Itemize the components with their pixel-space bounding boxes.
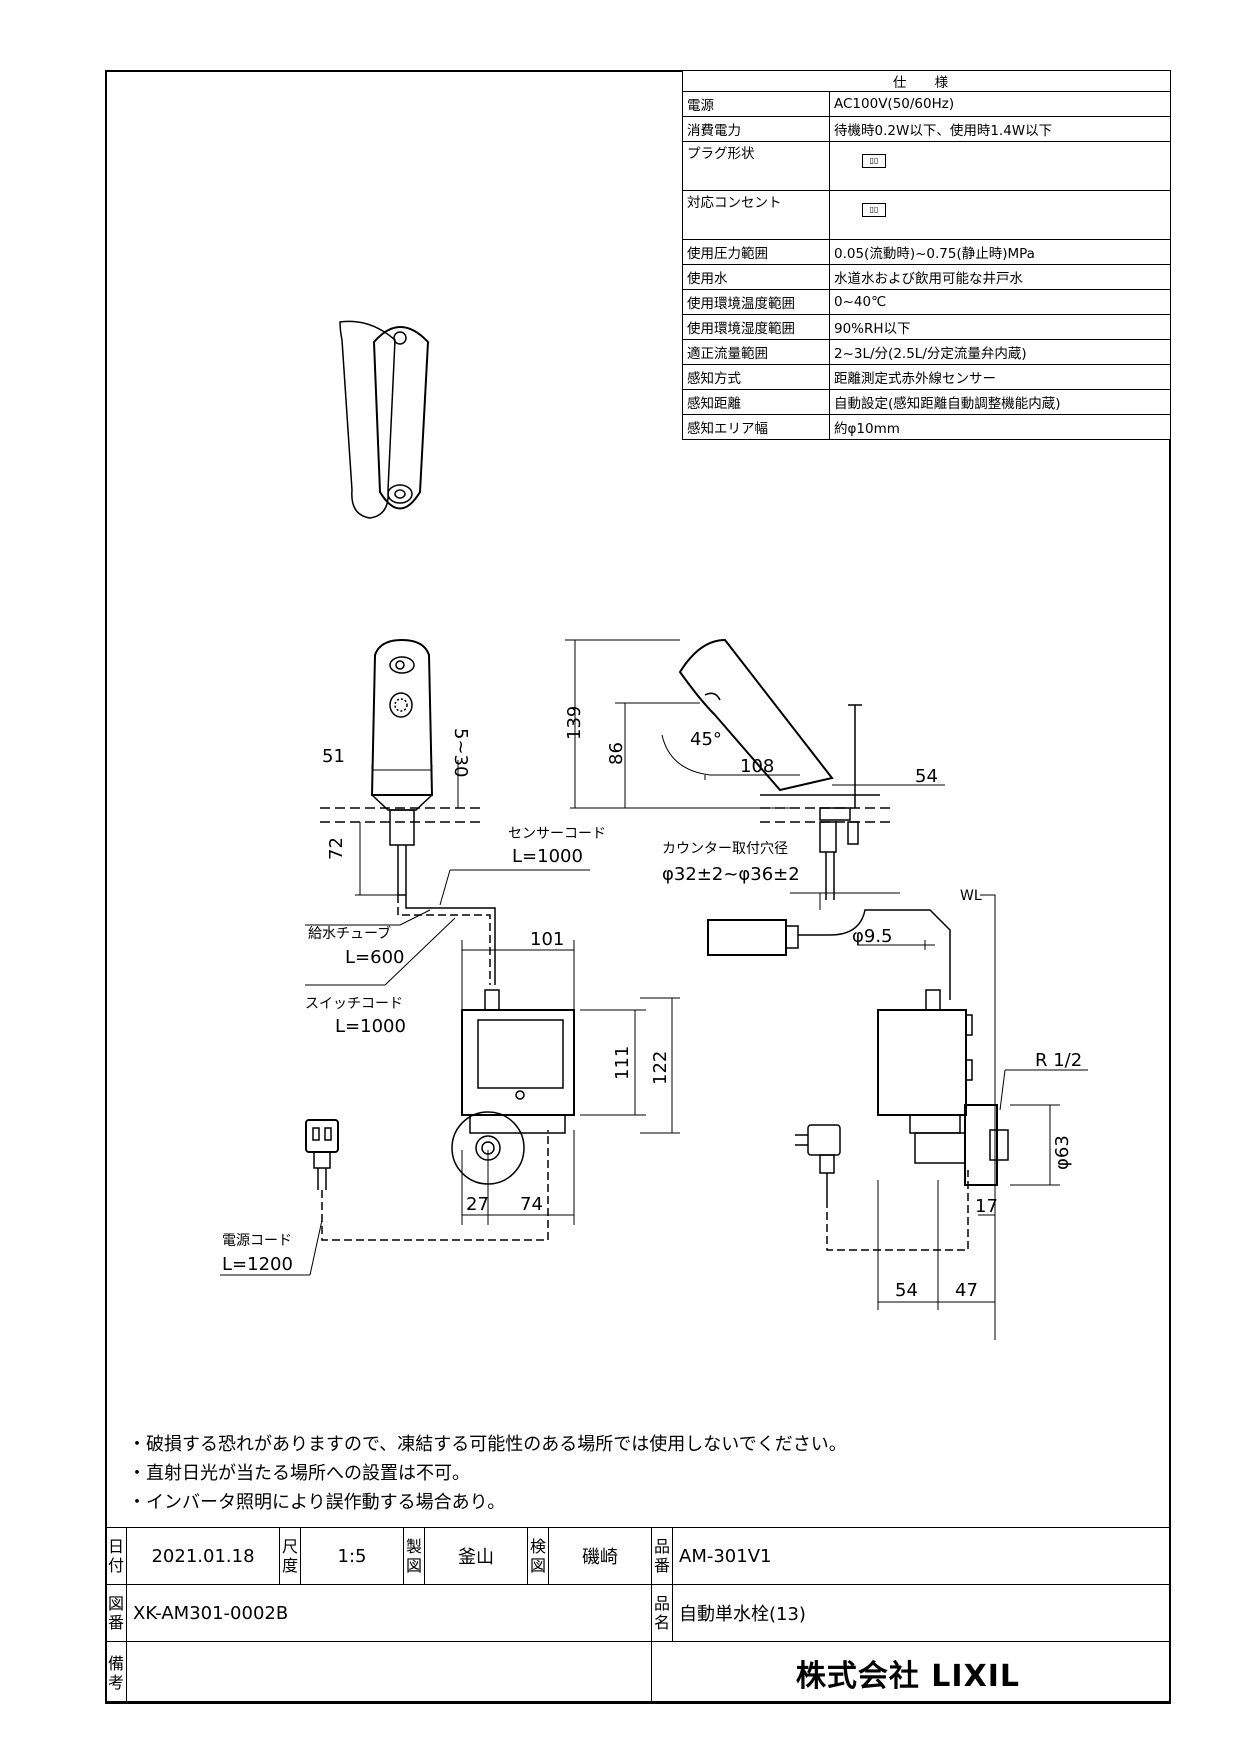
product-name-value: 自動単水栓(13) bbox=[672, 1584, 1171, 1642]
remarks-value bbox=[126, 1641, 652, 1704]
spec-key: 使用圧力範囲 bbox=[682, 239, 830, 265]
spec-row: 対応コンセント ▯▯ bbox=[682, 190, 1171, 240]
spec-key: 感知エリア幅 bbox=[682, 414, 830, 440]
spec-key: 感知方式 bbox=[682, 364, 830, 390]
plug-shape-icon: ▯▯ bbox=[862, 154, 886, 168]
notes: ・破損する恐れがありますので、凍結する可能性のある場所では使用しないでください。… bbox=[128, 1430, 847, 1517]
spec-value: ▯▯ bbox=[829, 141, 1171, 191]
spec-value: AC100V(50/60Hz) bbox=[829, 91, 1171, 117]
title-row-1: 日付 2021.01.18 尺度 1:5 製図 釜山 検図 磯崎 品番 AM-3… bbox=[105, 1527, 1171, 1585]
company-logo: 株式会社 LIXIL bbox=[651, 1641, 1171, 1704]
spec-row: 感知距離自動設定(感知距離自動調整機能内蔵) bbox=[682, 389, 1171, 415]
spec-row: 使用水水道水および飲用可能な井戸水 bbox=[682, 264, 1171, 290]
date-label: 日付 bbox=[105, 1527, 127, 1585]
checked-label: 検図 bbox=[527, 1527, 549, 1585]
scale-label: 尺度 bbox=[279, 1527, 301, 1585]
spec-key: プラグ形状 bbox=[682, 141, 830, 191]
drawing-no-value: XK-AM301-0002B bbox=[126, 1584, 652, 1642]
spec-key: 消費電力 bbox=[682, 116, 830, 142]
date-value: 2021.01.18 bbox=[126, 1527, 280, 1585]
note-line: ・直射日光が当たる場所への設置は不可。 bbox=[128, 1463, 470, 1484]
spec-value: 距離測定式赤外線センサー bbox=[829, 364, 1171, 390]
scale-value: 1:5 bbox=[300, 1527, 404, 1585]
spec-key: 感知距離 bbox=[682, 389, 830, 415]
product-no-label: 品番 bbox=[651, 1527, 673, 1585]
spec-header: 仕 様 bbox=[682, 70, 1171, 92]
drawing-no-label: 図番 bbox=[105, 1584, 127, 1642]
spec-value: 90%RH以下 bbox=[829, 314, 1171, 340]
spec-value: 水道水および飲用可能な井戸水 bbox=[829, 264, 1171, 290]
spec-value: 約φ10mm bbox=[829, 414, 1171, 440]
spec-value: 自動設定(感知距離自動調整機能内蔵) bbox=[829, 389, 1171, 415]
spec-key: 使用水 bbox=[682, 264, 830, 290]
checked-value: 磯崎 bbox=[548, 1527, 652, 1585]
title-row-2: 図番 XK-AM301-0002B 品名 自動単水栓(13) bbox=[105, 1584, 1171, 1642]
product-name-label: 品名 bbox=[651, 1584, 673, 1642]
drawn-label: 製図 bbox=[403, 1527, 425, 1585]
outlet-shape-icon: ▯▯ bbox=[862, 203, 886, 217]
spec-header-row: 仕 様 bbox=[682, 70, 1171, 92]
remarks-label: 備考 bbox=[105, 1641, 127, 1704]
spec-row: 感知エリア幅約φ10mm bbox=[682, 414, 1171, 440]
spec-key: 使用環境温度範囲 bbox=[682, 289, 830, 315]
spec-value: 2~3L/分(2.5L/分定流量弁内蔵) bbox=[829, 339, 1171, 365]
spec-value: 待機時0.2W以下、使用時1.4W以下 bbox=[829, 116, 1171, 142]
spec-key: 電源 bbox=[682, 91, 830, 117]
note-line: ・インバータ照明により誤作動する場合あり。 bbox=[128, 1492, 506, 1513]
spec-value: 0.05(流動時)~0.75(静止時)MPa bbox=[829, 239, 1171, 265]
title-block: 日付 2021.01.18 尺度 1:5 製図 釜山 検図 磯崎 品番 AM-3… bbox=[105, 1527, 1171, 1704]
spec-row: プラグ形状 ▯▯ bbox=[682, 141, 1171, 191]
spec-key: 対応コンセント bbox=[682, 190, 830, 240]
product-no-value: AM-301V1 bbox=[672, 1527, 1171, 1585]
spec-row: 消費電力待機時0.2W以下、使用時1.4W以下 bbox=[682, 116, 1171, 142]
note-line: ・破損する恐れがありますので、凍結する可能性のある場所では使用しないでください。 bbox=[128, 1434, 847, 1455]
drawn-value: 釜山 bbox=[424, 1527, 528, 1585]
spec-key: 適正流量範囲 bbox=[682, 339, 830, 365]
title-row-3: 備考 株式会社 LIXIL bbox=[105, 1641, 1171, 1704]
spec-key: 使用環境湿度範囲 bbox=[682, 314, 830, 340]
spec-row: 感知方式距離測定式赤外線センサー bbox=[682, 364, 1171, 390]
spec-value: 0~40℃ bbox=[829, 289, 1171, 315]
spec-value: ▯▯ bbox=[829, 190, 1171, 240]
